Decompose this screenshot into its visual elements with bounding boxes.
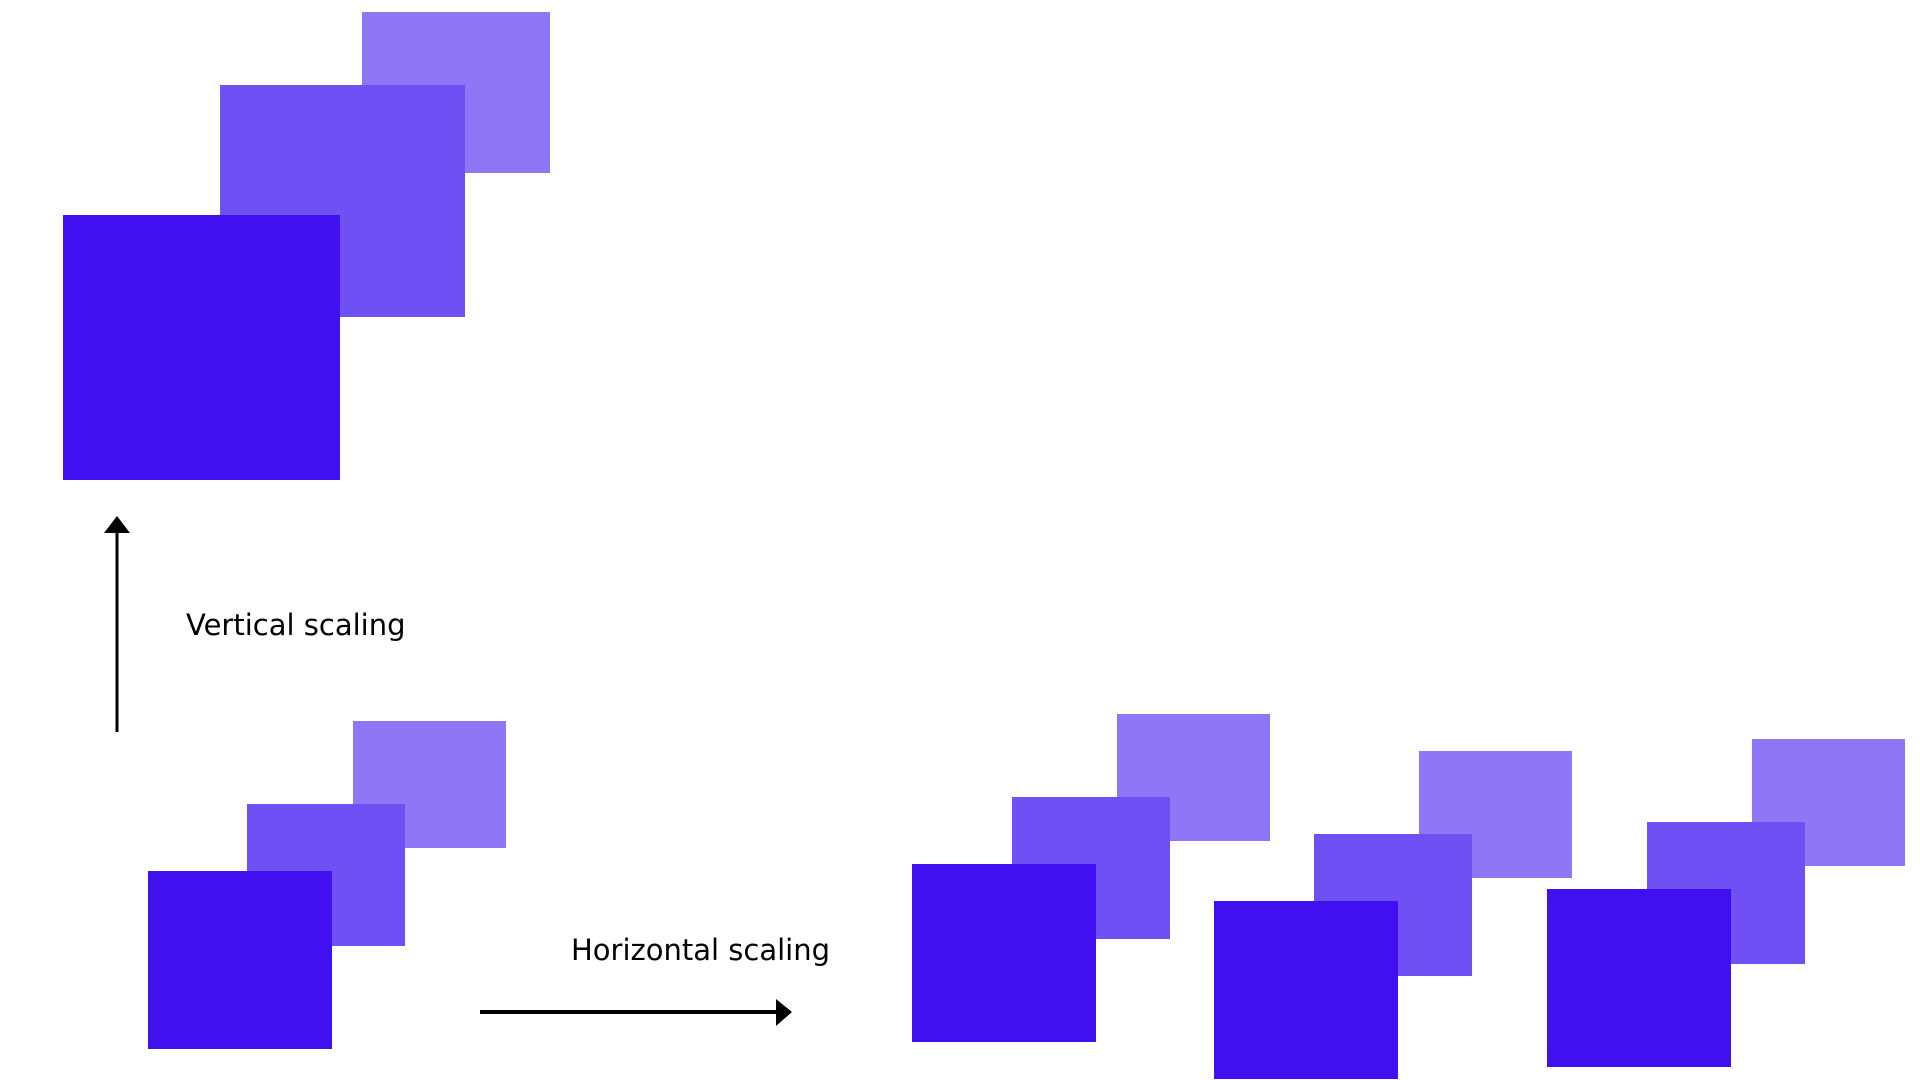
front-layer bbox=[63, 215, 340, 480]
vertical-scaled-stack bbox=[63, 12, 550, 480]
replica-stack-2 bbox=[1214, 751, 1572, 1079]
front-layer bbox=[912, 864, 1096, 1042]
horizontal-arrow-head bbox=[776, 999, 792, 1026]
front-layer bbox=[1547, 889, 1731, 1067]
horizontal-arrow bbox=[480, 999, 792, 1026]
front-layer bbox=[1214, 901, 1398, 1079]
front-layer bbox=[148, 871, 332, 1049]
replica-stack-3 bbox=[1547, 739, 1905, 1067]
base-stack bbox=[148, 721, 506, 1049]
horizontal-scaling-label: Horizontal scaling bbox=[571, 933, 830, 967]
vertical-arrow bbox=[104, 516, 130, 732]
vertical-arrow-head bbox=[104, 516, 130, 533]
vertical-scaling-label: Vertical scaling bbox=[186, 608, 406, 642]
replica-stack-1 bbox=[912, 714, 1270, 1042]
